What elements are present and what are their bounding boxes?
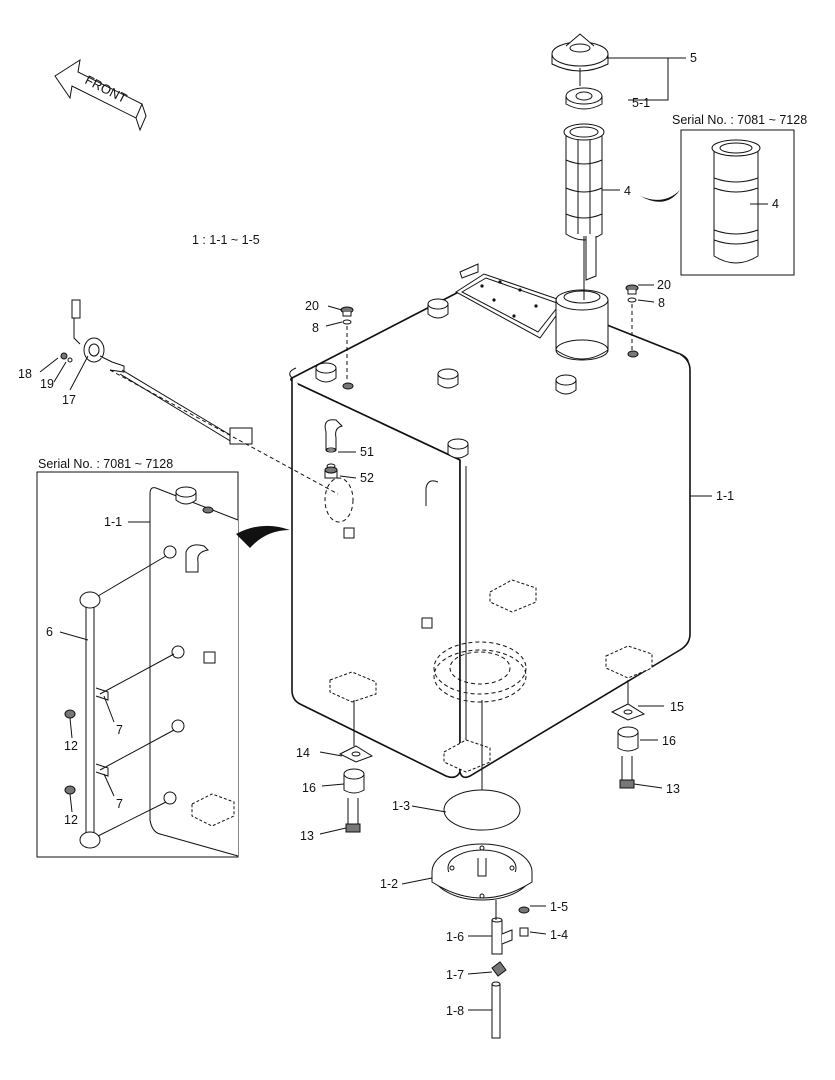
label-12-b: 12 (64, 813, 78, 827)
label-5: 5 (690, 51, 697, 65)
inset-right-serial: Serial No. : 7081 ~ 7128 (672, 113, 807, 127)
fuel-level-gauge (60, 299, 339, 495)
label-1-4: 1-4 (550, 928, 568, 942)
label-18: 18 (18, 367, 32, 381)
label-51: 51 (360, 445, 374, 459)
top-bosses (315, 298, 639, 459)
label-13-left: 13 (300, 829, 314, 843)
label-17: 17 (62, 393, 76, 407)
label-12-a: 12 (64, 739, 78, 753)
label-20-left: 20 (305, 299, 319, 313)
label-1-7: 1-7 (446, 968, 464, 982)
mounting-hardware-right (610, 680, 646, 789)
label-1-2: 1-2 (380, 877, 398, 891)
fuel-tank-body (289, 263, 691, 779)
part-labels: 5 5-1 4 4 20 8 20 8 18 19 17 51 52 1-1 1… (18, 51, 779, 1018)
label-15: 15 (670, 700, 684, 714)
label-8-right: 8 (658, 296, 665, 310)
leader-lines (39, 57, 768, 1011)
inset-left-serial: Serial No. : 7081 ~ 7128 (38, 457, 173, 471)
assembly-formula: 1 : 1-1 ~ 1-5 (192, 233, 260, 247)
filler-cap (551, 33, 609, 110)
label-7-b: 7 (116, 797, 123, 811)
elbow-fitting (324, 419, 343, 479)
inset-pipe-serial: Serial No. : 7081 ~ 7128 (36, 457, 290, 858)
label-4-inset: 4 (772, 197, 779, 211)
label-1-6: 1-6 (446, 930, 464, 944)
label-4: 4 (624, 184, 631, 198)
filler-neck (555, 289, 609, 361)
label-7-a: 7 (116, 723, 123, 737)
label-1-5: 1-5 (550, 900, 568, 914)
label-19: 19 (40, 377, 54, 391)
mounting-pads (329, 579, 653, 773)
label-16-left: 16 (302, 781, 316, 795)
label-52: 52 (360, 471, 374, 485)
label-1-8: 1-8 (446, 1004, 464, 1018)
label-1-3: 1-3 (392, 799, 410, 813)
bottom-parts (431, 700, 533, 1039)
label-5-1: 5-1 (632, 96, 650, 110)
label-8-left: 8 (312, 321, 319, 335)
label-14: 14 (296, 746, 310, 760)
label-6: 6 (46, 625, 53, 639)
label-1-1-inset: 1-1 (104, 515, 122, 529)
inset-strainer-serial: Serial No. : 7081 ~ 7128 (640, 113, 807, 276)
label-1-1: 1-1 (716, 489, 734, 503)
bolts-top (340, 284, 639, 380)
mounting-hardware-left (338, 700, 374, 833)
label-13-right: 13 (666, 782, 680, 796)
label-16-right: 16 (662, 734, 676, 748)
front-arrow: FRONT (54, 58, 147, 132)
label-20-right: 20 (657, 278, 671, 292)
